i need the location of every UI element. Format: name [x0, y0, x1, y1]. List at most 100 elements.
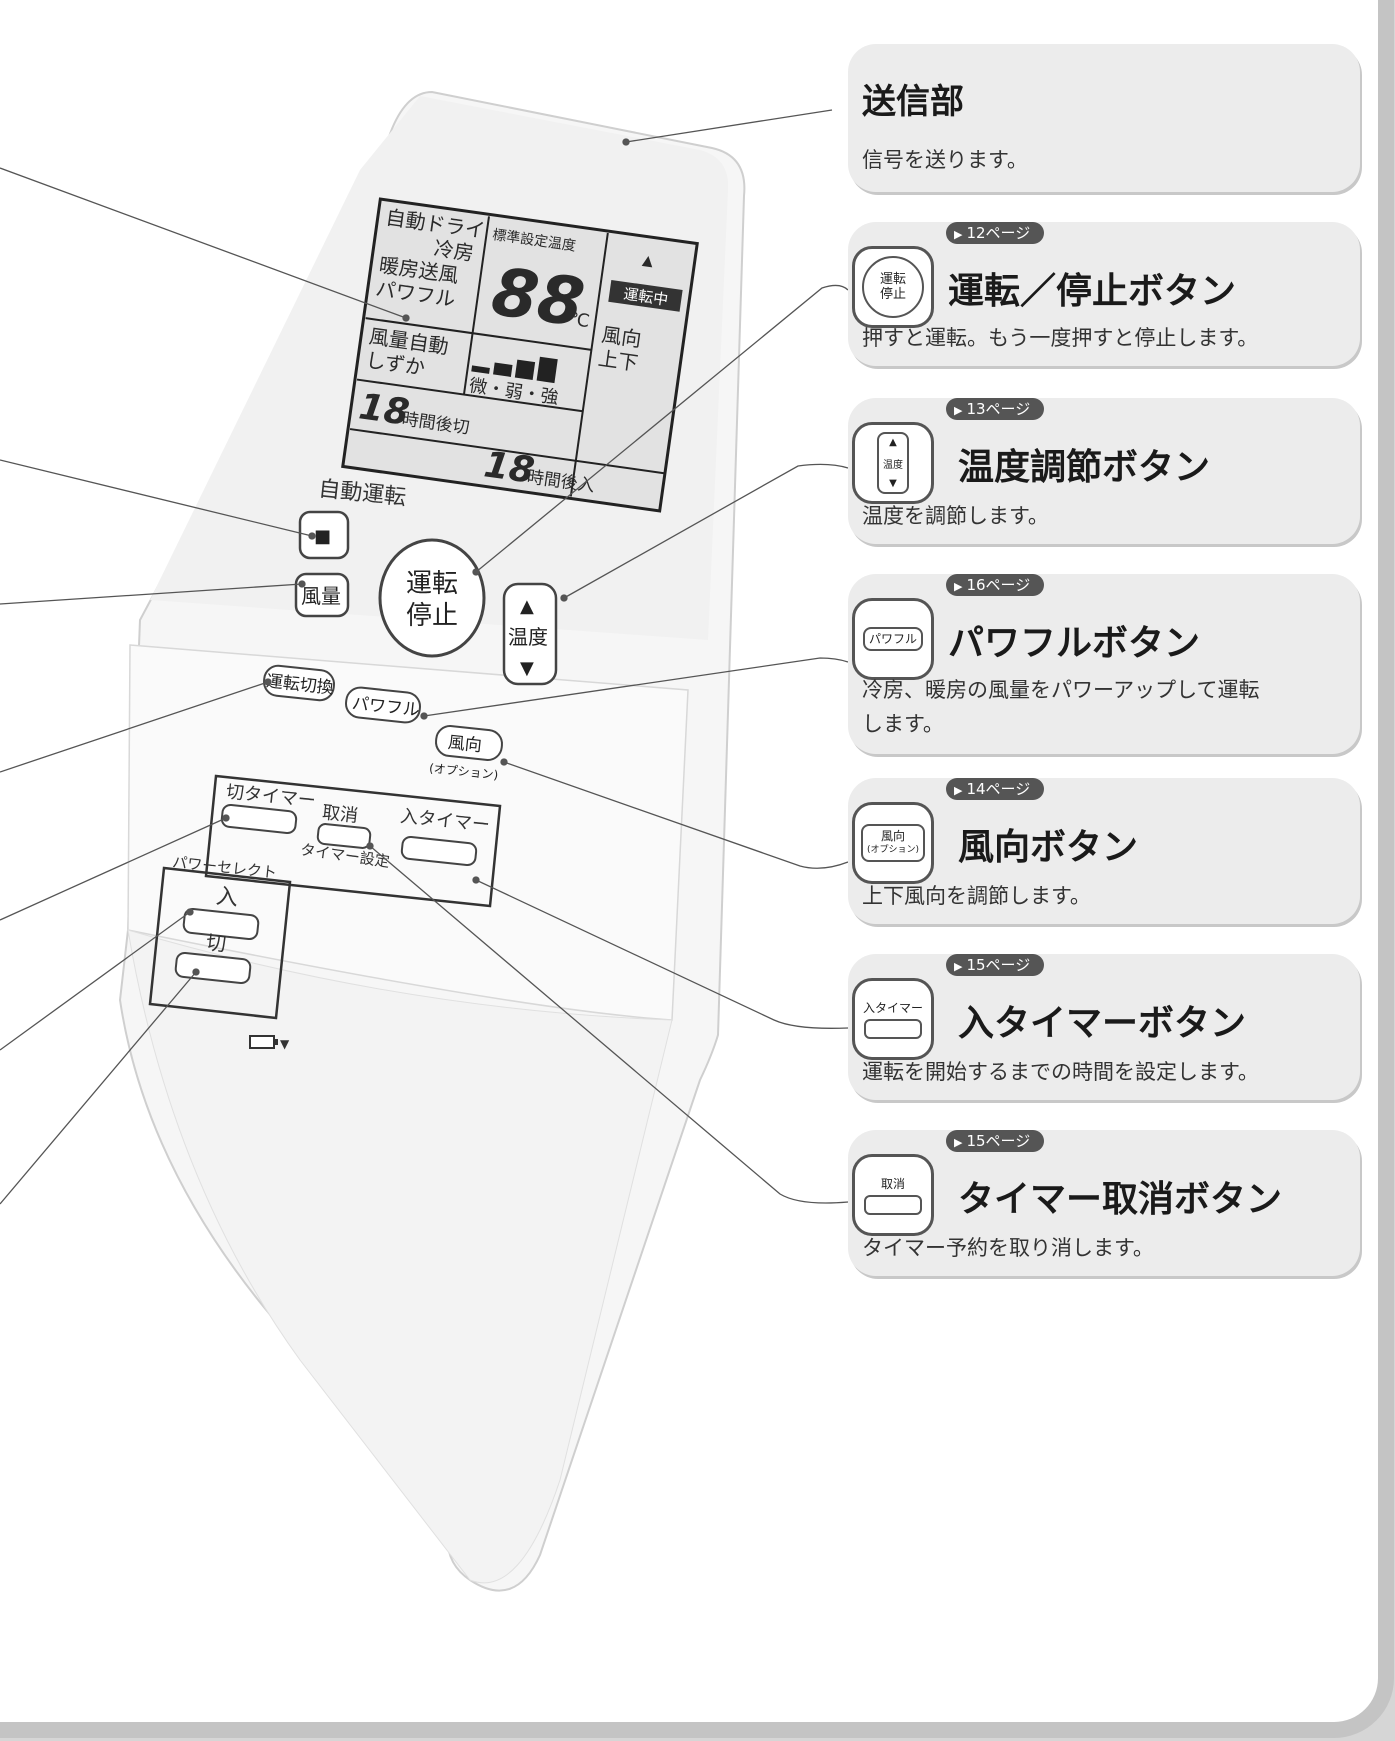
leader-temp: [563, 463, 849, 599]
ps-off-button[interactable]: [174, 951, 252, 985]
temp-up-mark: ▲: [520, 596, 534, 617]
temp-button[interactable]: ▲ 温度 ▼: [502, 582, 558, 686]
card-desc-line2: します。: [862, 712, 944, 736]
ref-arrow-icon: ▶: [954, 784, 963, 797]
ps-on-label: 入: [215, 884, 240, 911]
icon-down: ▼: [889, 478, 897, 489]
card-title: 入タイマーボタン: [958, 1003, 1247, 1044]
leader-ps-off: [0, 971, 197, 1205]
ref-arrow-icon: ▶: [954, 404, 963, 417]
remote-diagram: 自動ドライ 冷房 暖房送風 パワフル 標準設定温度 88 ℃ ▲ 運転中 風向 …: [0, 90, 849, 1592]
ref-arrow-icon: ▶: [954, 228, 963, 241]
remote-lower-panel: [127, 644, 689, 1021]
card-transmitter: 送信部 信号を送ります。: [848, 44, 1360, 192]
lcd-fan-bar-3: [514, 359, 536, 381]
power-button-icon: 運転 停止: [852, 246, 934, 328]
temp-button-icon: ▲ 温度 ▼: [852, 422, 934, 504]
lcd-timer-off-digits: 18: [356, 386, 411, 434]
power-select-frame: [148, 866, 292, 1020]
lcd-frame: [341, 197, 699, 513]
card-desc: 上下風向を調節します。: [862, 884, 1091, 908]
off-timer-button[interactable]: [220, 803, 298, 835]
leader-transmitter: [625, 109, 833, 143]
auto-button[interactable]: ■: [298, 510, 350, 560]
leader-direction: [503, 761, 849, 869]
card-title: 風向ボタン: [958, 827, 1139, 868]
card-power-button: ▶12ページ 運転 停止 運転／停止ボタン 押すと運転。もう一度押すと停止します…: [848, 222, 1360, 366]
page-ref-badge: ▶13ページ: [946, 398, 1045, 420]
icon-label: 入タイマー: [862, 1001, 923, 1015]
icon-line2: (オプション): [866, 845, 920, 855]
fan-button-label: 風量: [301, 584, 341, 608]
lcd-dir-line2: 上下: [597, 346, 640, 375]
temp-down-mark: ▼: [520, 658, 534, 679]
page-ref-badge: ▶16ページ: [946, 574, 1045, 596]
lcd-display: 自動ドライ 冷房 暖房送風 パワフル 標準設定温度 88 ℃ ▲ 運転中 風向 …: [341, 197, 699, 513]
on-timer-button-icon: 入タイマー: [852, 978, 934, 1060]
card-desc: 信号を送ります。: [862, 148, 1028, 172]
card-desc-line1: 冷房、暖房の風量をパワーアップして運転: [862, 678, 1260, 702]
ps-off-label: 切: [205, 930, 227, 956]
ref-arrow-icon: ▶: [954, 580, 963, 593]
fan-button[interactable]: 風量: [294, 572, 350, 618]
powerful-button[interactable]: パワフル: [345, 686, 422, 724]
power-button-line1: 運転: [406, 569, 458, 599]
page-ref-badge: ▶15ページ: [946, 954, 1045, 976]
card-direction-button: ▶14ページ 風向 (オプション) 風向ボタン 上下風向を調節します。: [848, 778, 1360, 924]
page-ref: 15ページ: [966, 956, 1031, 974]
leader-power: [475, 284, 849, 573]
leader-mode-switch: [0, 681, 269, 773]
powerful-button-icon: パワフル: [852, 598, 934, 680]
leader-lines: [0, 109, 849, 1205]
card-desc: 押すと運転。もう一度押すと停止します。: [862, 326, 1259, 350]
ps-on-button[interactable]: [182, 907, 260, 941]
page-ref: 14ページ: [966, 780, 1031, 798]
icon-line1: 風向: [880, 829, 905, 843]
icon-line2: 停止: [879, 287, 906, 302]
power-button[interactable]: 運転 停止: [378, 538, 486, 658]
card-cancel-button: ▶15ページ 取消 タイマー取消ボタン タイマー予約を取り消します。: [848, 1130, 1360, 1276]
card-title: 温度調節ボタン: [958, 447, 1211, 488]
leader-powerful: [423, 657, 849, 717]
battery-mark: ▼: [280, 1037, 290, 1051]
icon-line1: 運転: [879, 272, 906, 287]
cancel-button[interactable]: [316, 823, 372, 849]
lcd-timer-on-digits: 18: [482, 444, 537, 492]
direction-button-icon: 風向 (オプション): [852, 802, 934, 884]
lcd-up-arrow: ▲: [641, 252, 654, 269]
card-title: 運転／停止ボタン: [948, 271, 1237, 312]
page-ref: 16ページ: [966, 576, 1031, 594]
cancel-button-icon: 取消: [852, 1154, 934, 1236]
lcd-fan-bar-4: [536, 356, 558, 384]
leader-lcd: [0, 167, 407, 319]
page-ref-badge: ▶14ページ: [946, 778, 1045, 800]
leader-fan: [0, 583, 303, 605]
lcd-fan-bar-2: [493, 362, 513, 377]
card-desc: 運転を開始するまでの時間を設定します。: [862, 1060, 1259, 1084]
page-ref: 12ページ: [966, 224, 1031, 242]
card-temp-button: ▶13ページ ▲ 温度 ▼ 温度調節ボタン 温度を調節します。: [848, 398, 1360, 544]
auto-button-mark: ■: [314, 526, 331, 547]
ref-arrow-icon: ▶: [954, 960, 963, 973]
leader-off-timer: [0, 817, 227, 921]
lcd-dir-line1: 風向: [600, 322, 643, 351]
icon-up: ▲: [889, 437, 897, 448]
on-timer-button[interactable]: [400, 835, 478, 867]
leader-ps-on: [0, 911, 191, 1051]
mode-switch-button[interactable]: 運転切換: [263, 664, 336, 702]
direction-label: 風向: [447, 733, 483, 756]
card-desc: 温度を調節します。: [862, 504, 1049, 528]
card-desc: タイマー予約を取り消します。: [862, 1236, 1154, 1260]
icon-label: パワフル: [862, 627, 923, 651]
timer-frame: [204, 774, 502, 908]
page-ref-badge: ▶12ページ: [946, 222, 1045, 244]
lcd-temp-unit: ℃: [568, 309, 591, 333]
lcd-mode-line2: 冷房: [432, 236, 475, 265]
remote-tail: [127, 929, 673, 1584]
page-ref: 13ページ: [966, 400, 1031, 418]
card-title: パワフルボタン: [948, 623, 1201, 664]
power-button-line2: 停止: [406, 601, 458, 631]
card-powerful-button: ▶16ページ パワフル パワフルボタン 冷房、暖房の風量をパワーアップして運転 …: [848, 574, 1360, 754]
leader-on-timer: [475, 879, 849, 1029]
